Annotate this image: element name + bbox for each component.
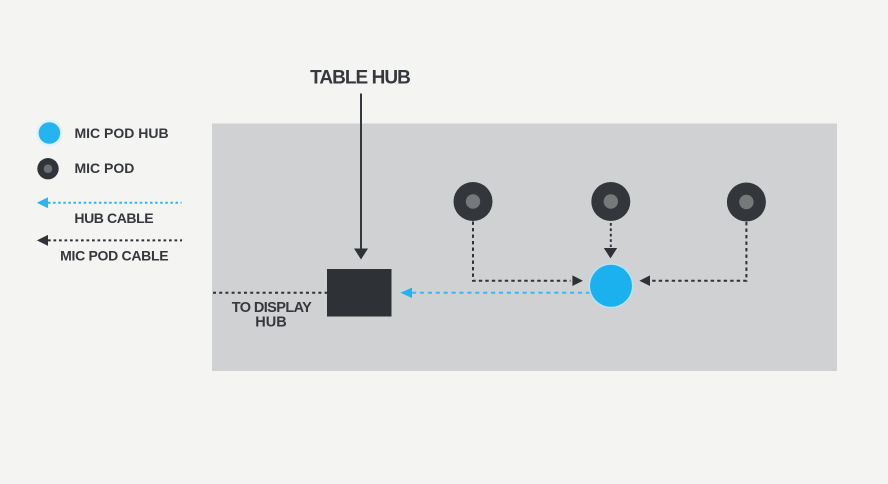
svg-text:TO DISPLAY: TO DISPLAY (232, 300, 312, 316)
svg-text:HUB CABLE: HUB CABLE (74, 210, 153, 226)
svg-text:MIC POD HUB: MIC POD HUB (75, 125, 169, 141)
svg-text:MIC POD CABLE: MIC POD CABLE (60, 248, 168, 264)
svg-text:MIC POD: MIC POD (75, 160, 135, 176)
svg-text:HUB: HUB (255, 315, 286, 331)
svg-text:TABLE HUB: TABLE HUB (310, 67, 410, 88)
